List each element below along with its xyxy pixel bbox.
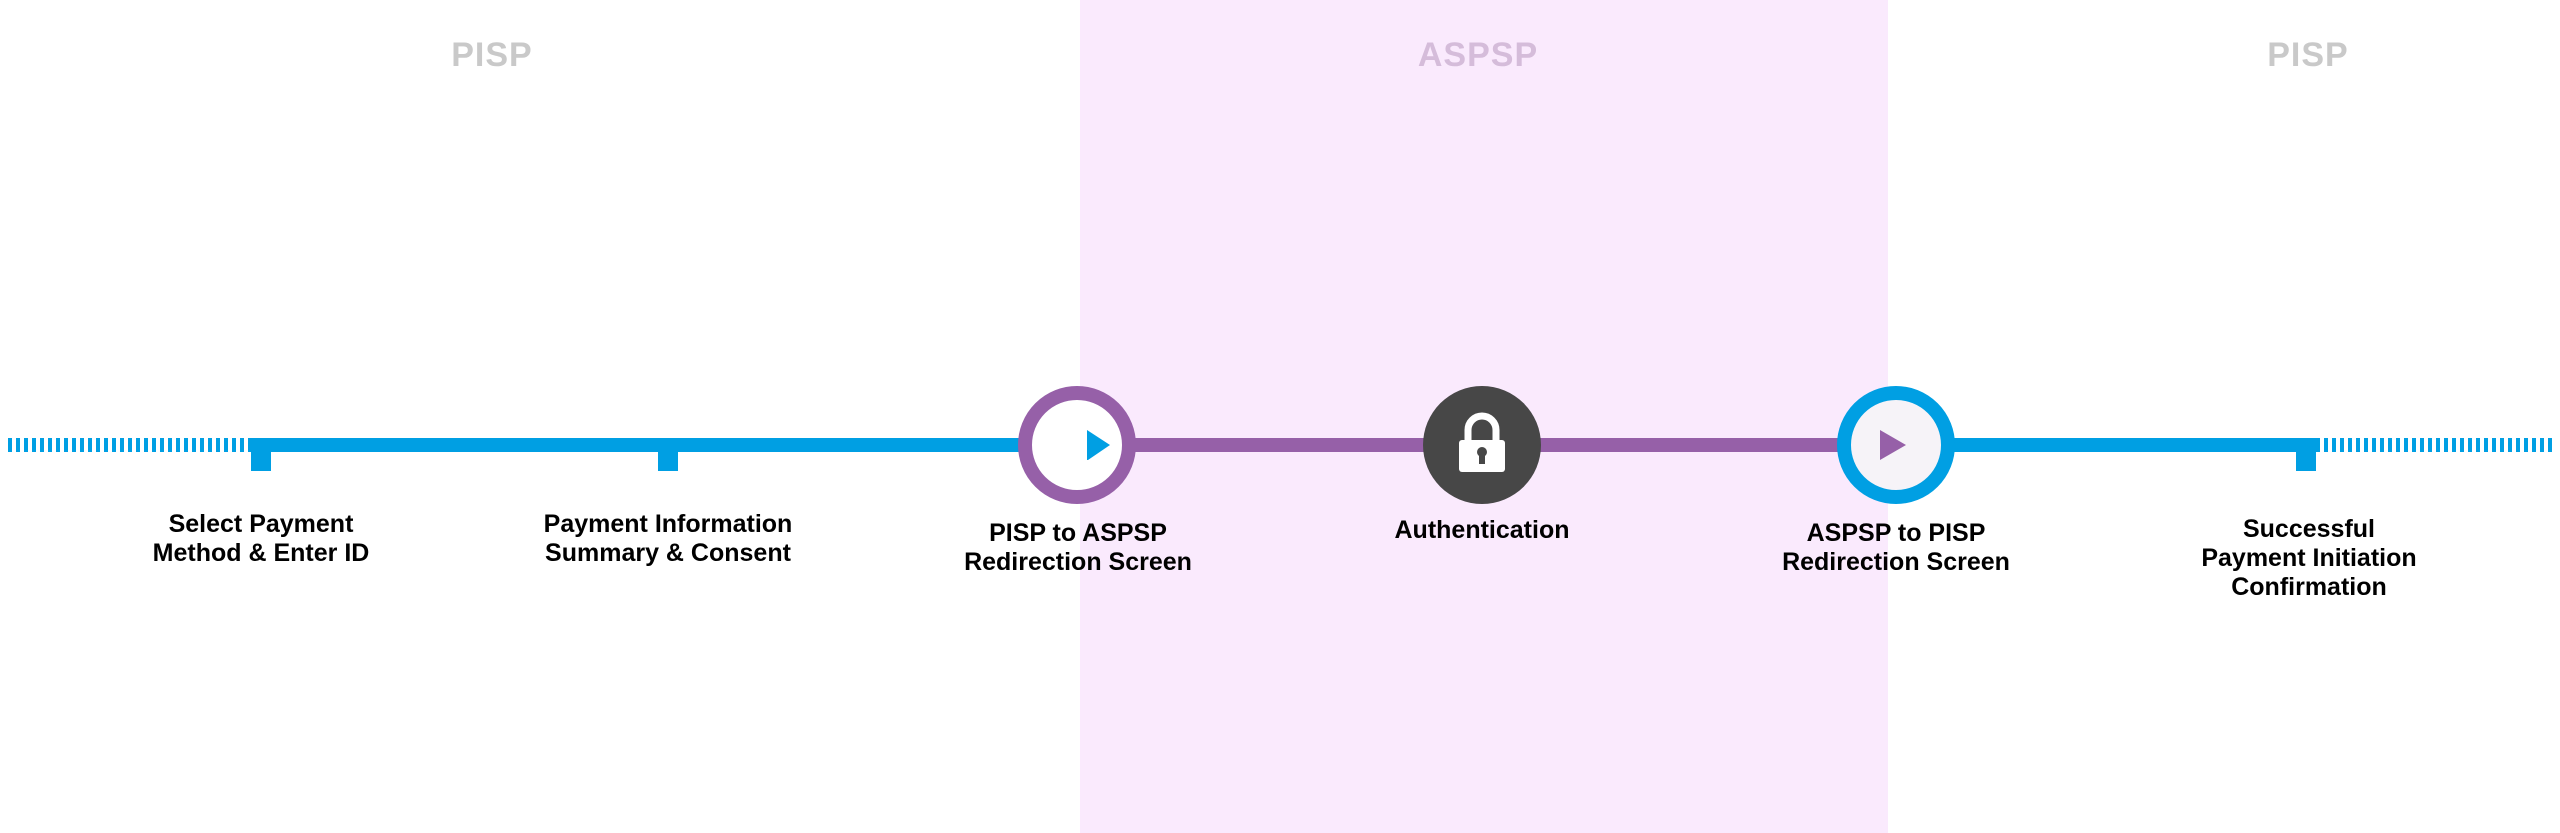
step-label-aspsp-to-pisp: ASPSP to PISP Redirection Screen <box>1782 519 2010 577</box>
step-label-line: PISP to ASPSP <box>989 519 1167 547</box>
step-label-line: Summary & Consent <box>545 539 791 567</box>
redirect-node-aspsp-to-pisp <box>1837 386 1955 504</box>
step-label-select-payment: Select Payment Method & Enter ID <box>153 510 370 568</box>
step-marker-select-payment <box>251 438 271 471</box>
lock-icon <box>1459 412 1505 472</box>
arrow-right-icon <box>1087 430 1110 460</box>
step-label-line: Select Payment <box>168 510 354 538</box>
step-label-line: Redirection Screen <box>964 548 1192 576</box>
zone-label-pisp-left: PISP <box>451 36 533 74</box>
step-label-line: Redirection Screen <box>1782 548 2010 576</box>
redirect-node-pisp-to-aspsp <box>1018 386 1136 504</box>
step-label-line: Method & Enter ID <box>152 539 370 567</box>
step-marker-confirmation <box>2296 438 2316 471</box>
step-label-line: ASPSP to PISP <box>1806 519 1986 547</box>
step-label-line: Authentication <box>1394 516 1570 544</box>
step-marker-payment-summary <box>658 438 678 471</box>
step-label-line: Successful <box>2242 515 2375 543</box>
step-label-line: Payment Information <box>543 510 793 538</box>
step-label-pisp-to-aspsp: PISP to ASPSP Redirection Screen <box>964 519 1192 577</box>
zone-label-aspsp: ASPSP <box>1417 36 1539 74</box>
step-label-payment-summary: Payment Information Summary & Consent <box>544 510 793 568</box>
authentication-node <box>1423 386 1541 504</box>
arrow-right-icon <box>1880 430 1906 460</box>
step-label-authentication: Authentication <box>1395 516 1570 545</box>
step-label-line: Payment Initiation <box>2201 544 2417 572</box>
zone-label-pisp-right: PISP <box>2267 36 2349 74</box>
step-label-confirmation: Successful Payment Initiation Confirmati… <box>2201 515 2416 602</box>
step-label-line: Confirmation <box>2231 573 2387 601</box>
